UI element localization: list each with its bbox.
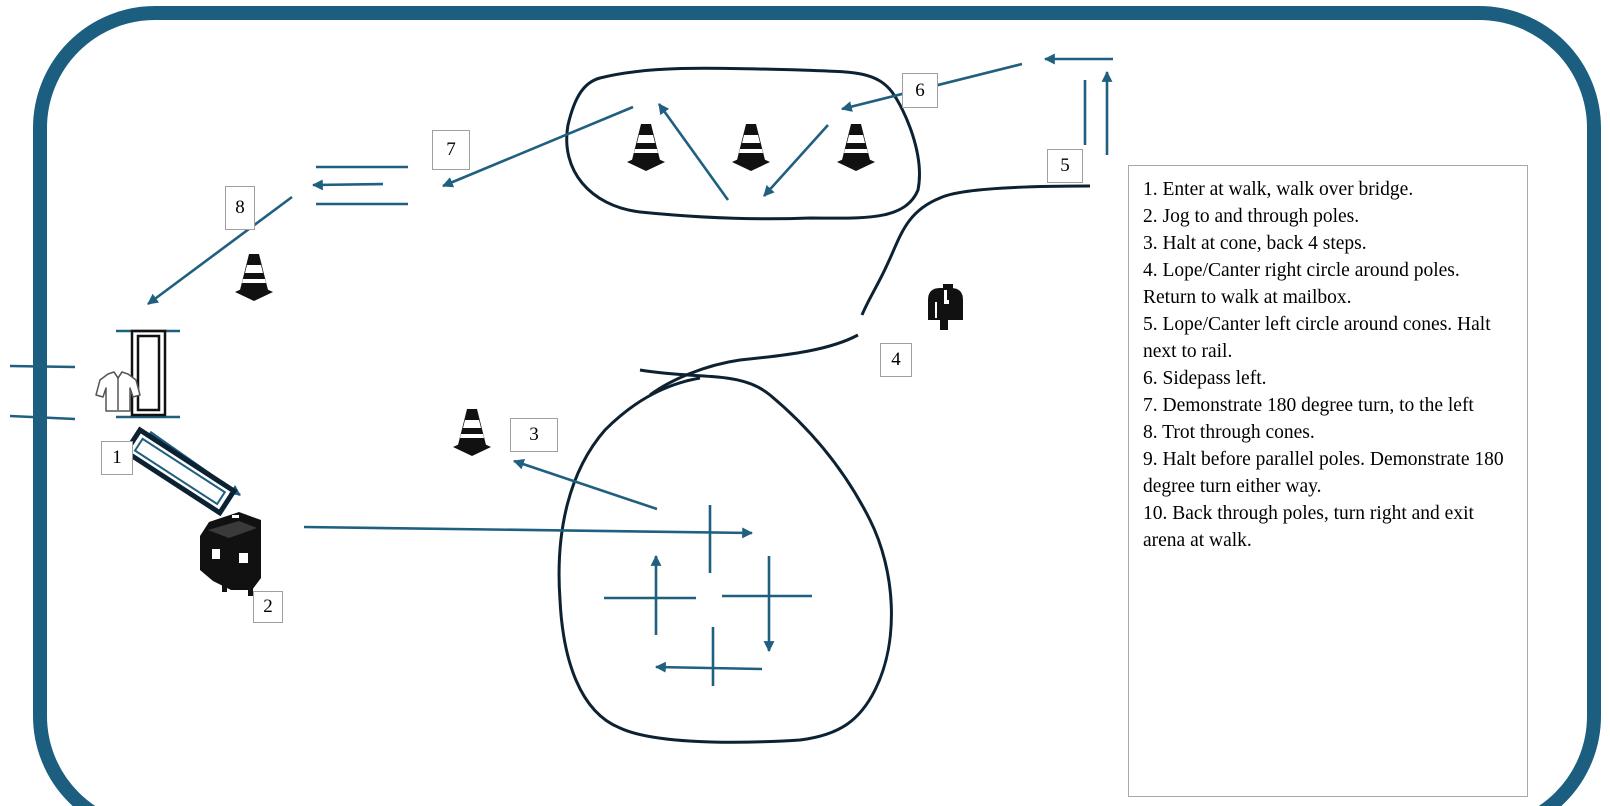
rail-upper (10, 366, 75, 367)
instruction-5: 5. Lope/Canter left circle around cones.… (1143, 311, 1515, 365)
instruction-8: 8. Trot through cones. (1143, 419, 1515, 446)
marker-4: 4 (880, 343, 912, 377)
instruction-2: 2. Jog to and through poles. (1143, 203, 1515, 230)
pattern-instructions: 1. Enter at walk, walk over bridge. 2. J… (1128, 165, 1528, 797)
marker-3: 3 (510, 418, 558, 452)
arrow-cones-1 (659, 104, 728, 200)
marker-1: 1 (101, 441, 133, 475)
marker-8: 8 (225, 186, 255, 230)
mounting-block-icon (200, 512, 261, 596)
rail-lower (10, 416, 75, 419)
traffic-cone-icon (453, 409, 491, 456)
arrow-circle-left (656, 667, 762, 669)
arrow-to-cone (514, 461, 657, 509)
arrow-exit-circle (443, 107, 633, 186)
marker-7: 7 (432, 130, 470, 170)
marker-2: 2 (253, 591, 283, 623)
pole-circle-path (559, 370, 891, 742)
arrow-cones-2 (764, 125, 828, 196)
instruction-10: 10. Back through poles, turn right and e… (1143, 500, 1515, 554)
in-gate (132, 331, 165, 415)
instruction-6: 6. Sidepass left. (1143, 365, 1515, 392)
traffic-cone-icon (235, 254, 273, 301)
traffic-cone-icon (837, 124, 875, 171)
arrow-trot (148, 197, 292, 304)
instruction-7: 7. Demonstrate 180 degree turn, to the l… (1143, 392, 1515, 419)
arrow-jog-to-poles (304, 527, 752, 533)
arrow-parallel-poles (313, 184, 383, 185)
instruction-1: 1. Enter at walk, walk over bridge. (1143, 176, 1515, 203)
traffic-cone-icon (732, 124, 770, 171)
instruction-3: 3. Halt at cone, back 4 steps. (1143, 230, 1515, 257)
bridge-icon (126, 430, 234, 513)
instruction-4: 4. Lope/Canter right circle around poles… (1143, 257, 1515, 311)
marker-5: 5 (1047, 149, 1083, 183)
instruction-9: 9. Halt before parallel poles. Demonstra… (1143, 446, 1515, 500)
shirt-icon (96, 372, 140, 411)
traffic-cone-icon (627, 124, 665, 171)
mailbox-icon (928, 284, 963, 330)
marker-6: 6 (902, 73, 938, 108)
